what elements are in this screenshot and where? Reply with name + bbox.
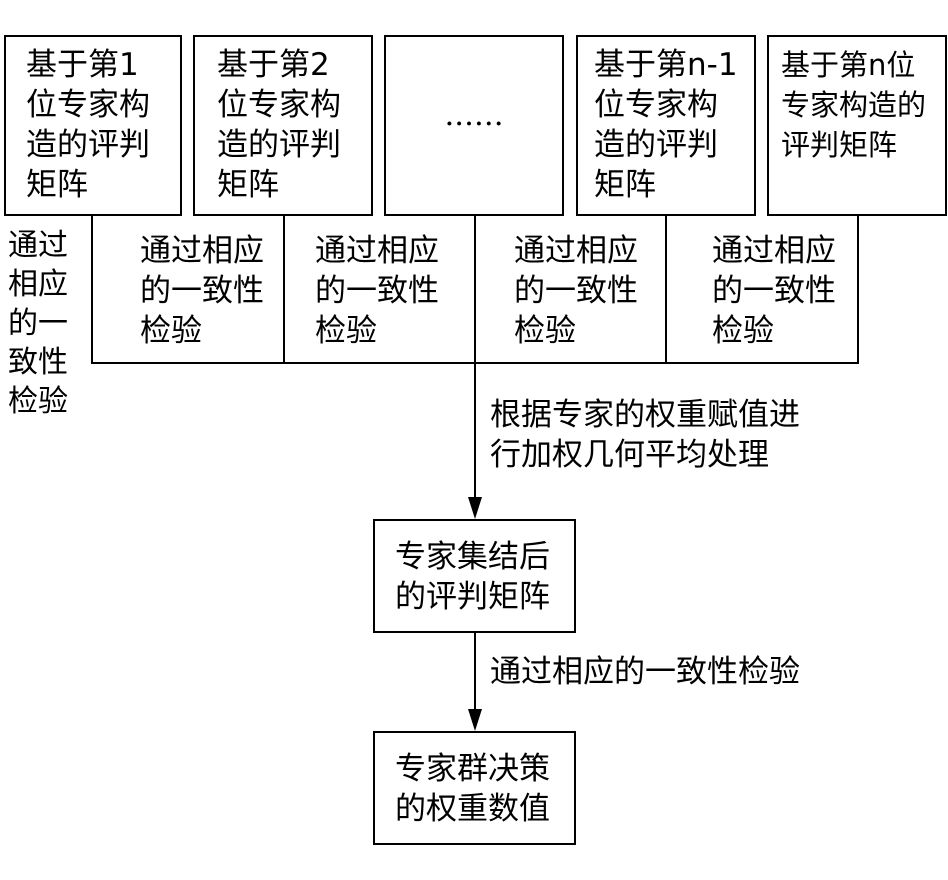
connector-divider-2 bbox=[474, 216, 476, 364]
expert-n-minus-1-matrix-box: 基于第n-1 位专家构 造的评判 矩阵 bbox=[576, 35, 756, 216]
expert-n-matrix-box: 基于第n位 专家构造的 评判矩阵 bbox=[767, 35, 947, 216]
check-label-2: 通过相应 的一致性 检验 bbox=[315, 233, 439, 349]
expert-2-matrix-box: 基于第2 位专家构 造的评判 矩阵 bbox=[193, 35, 373, 216]
consistency-label: 通过相应的一致性检验 bbox=[490, 654, 800, 690]
connector-left-vertical bbox=[91, 216, 93, 364]
aggregated-matrix-box: 专家集结后 的评判矩阵 bbox=[373, 519, 576, 633]
ellipsis-box: ······ bbox=[384, 35, 564, 216]
arrow-head-2 bbox=[468, 709, 482, 731]
ellipsis-text: ······ bbox=[444, 106, 504, 142]
check-label-4: 通过相应 的一致性 检验 bbox=[712, 233, 836, 349]
check-label-left: 通过 相应 的一 致性 检验 bbox=[8, 228, 68, 419]
expert-1-matrix-box: 基于第1 位专家构 造的评判 矩阵 bbox=[4, 35, 182, 216]
connector-divider-1 bbox=[283, 216, 285, 364]
connector-right-vertical bbox=[857, 216, 859, 364]
arrow-head-1 bbox=[468, 497, 482, 519]
arrow-shaft-1 bbox=[474, 363, 476, 499]
check-label-1: 通过相应 的一致性 检验 bbox=[140, 233, 264, 349]
weighting-label: 根据专家的权重赋值进 行加权几何平均处理 bbox=[490, 397, 800, 473]
group-decision-weights-box: 专家群决策 的权重数值 bbox=[373, 731, 576, 845]
arrow-shaft-2 bbox=[474, 633, 476, 711]
connector-divider-3 bbox=[665, 216, 667, 364]
check-label-3: 通过相应 的一致性 检验 bbox=[514, 233, 638, 349]
